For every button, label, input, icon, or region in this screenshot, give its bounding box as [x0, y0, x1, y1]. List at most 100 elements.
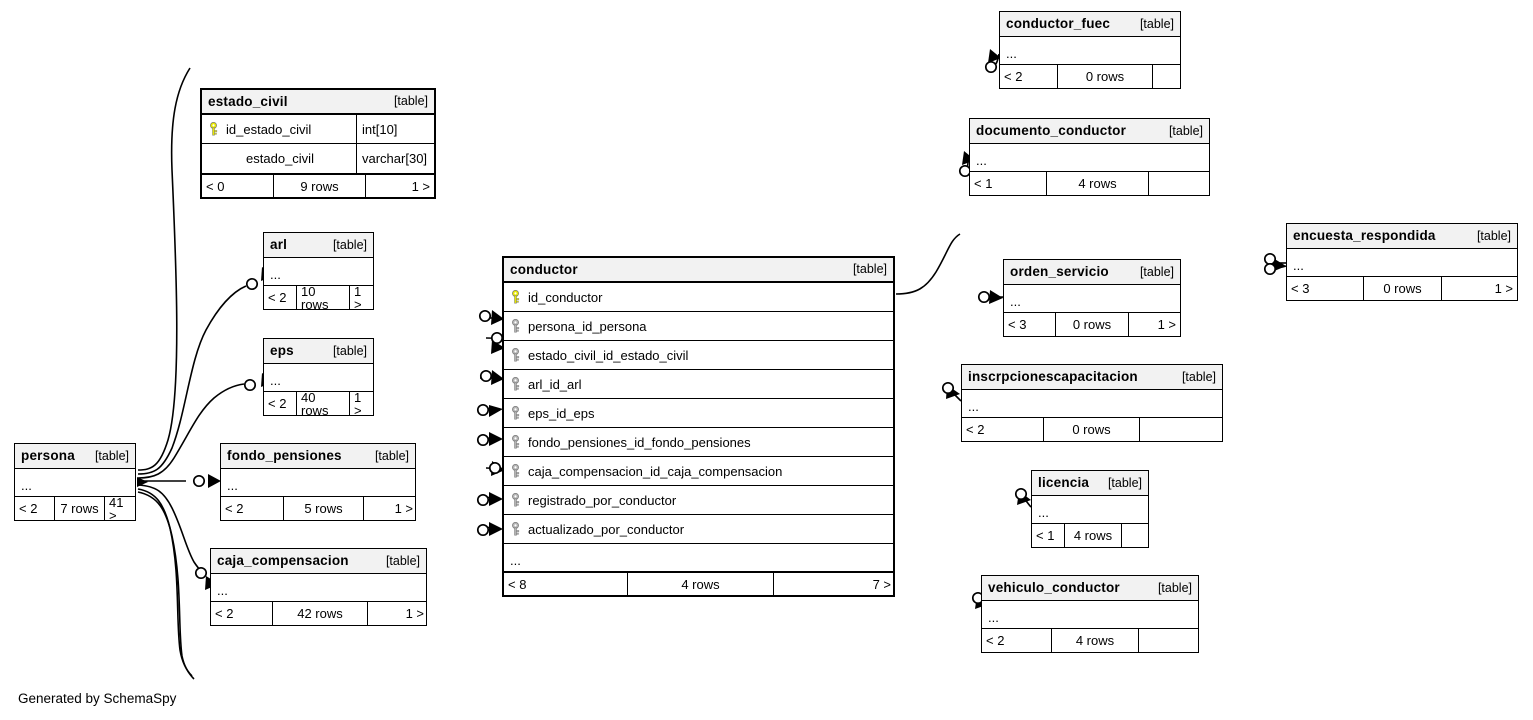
column-name: registrado_por_conductor [528, 492, 677, 508]
foreign-key-icon [510, 435, 521, 449]
table-columns: ... [970, 144, 1209, 171]
table-header-caja_compensacion: caja_compensacion[table] [211, 549, 426, 574]
table-footer-row-count: 4 rows [1052, 629, 1139, 652]
column-name: eps_id_eps [528, 405, 595, 421]
table-footer-row-count: 10 rows [297, 286, 350, 309]
table-kind-label: [table] [332, 237, 367, 252]
table-title: orden_servicio [1010, 264, 1109, 280]
foreign-key-icon [510, 406, 521, 420]
edge-persona-estado-civil [137, 67, 191, 471]
table-footer-parents-count: < 1 [970, 172, 1047, 195]
table-column-row: caja_compensacion_id_caja_compensacion [504, 457, 893, 486]
table-row-ellipsis: ... [982, 601, 1198, 628]
column-name: ... [510, 553, 521, 568]
table-footer-parents-count: < 2 [1000, 65, 1058, 88]
table-kind-label: [table] [1107, 475, 1142, 490]
table-footer-parents-count: < 2 [982, 629, 1052, 652]
table-column-row: estado_civil_id_estado_civil [504, 341, 893, 370]
table-row-ellipsis: ... [970, 144, 1209, 171]
edge-stub-licencia [1021, 495, 1032, 508]
foreign-key-icon [510, 464, 521, 478]
endpoint-arl [479, 369, 493, 383]
table-column-row: fondo_pensiones_id_fondo_pensiones [504, 428, 893, 457]
table-footer-parents-count: < 3 [1287, 277, 1364, 300]
table-footer-parents-count: < 3 [1004, 313, 1056, 336]
table-footer-children-count [1139, 629, 1198, 652]
table-footer-children-count: 1 > [405, 606, 424, 621]
table-kind-label: [table] [1168, 123, 1203, 138]
table-columns: ... [1287, 249, 1517, 276]
endpoint-encuesta-2 [1263, 262, 1277, 276]
table-columns: ... [1000, 37, 1180, 64]
column-name: estado_civil [246, 151, 314, 166]
table-title: encuesta_respondida [1293, 228, 1436, 244]
table-columns: ... [15, 469, 135, 496]
table-kind-label: [table] [385, 553, 420, 568]
column-name: ... [217, 583, 228, 598]
arrowhead-licencia [1017, 491, 1031, 505]
column-name: ... [1006, 46, 1017, 61]
foreign-key-icon [510, 522, 521, 536]
foreign-key-icon [510, 319, 521, 333]
table-row-ellipsis: ... [211, 574, 426, 601]
column-name: ... [21, 478, 32, 493]
table-header-orden_servicio: orden_servicio[table] [1004, 260, 1180, 285]
table-kind-label: [table] [332, 343, 367, 358]
column-name: arl_id_arl [528, 376, 582, 392]
primary-key-icon [208, 122, 219, 136]
table-footer-parents-count: < 2 [221, 497, 284, 520]
endpoint-estado-civil [490, 331, 504, 345]
table-columns: ... [962, 390, 1222, 417]
column-name: ... [988, 610, 999, 625]
column-name: fondo_pensiones_id_fondo_pensiones [528, 434, 751, 450]
column-name: persona_id_persona [528, 318, 647, 334]
foreign-key-icon [510, 377, 521, 391]
edge-conductor-right-fan [895, 233, 961, 295]
table-title: estado_civil [208, 93, 288, 109]
table-footer-children-count: 1 > [1157, 317, 1176, 332]
table-header-persona: persona[table] [15, 444, 135, 469]
table-title: arl [270, 237, 288, 253]
column-name: ... [1010, 294, 1021, 309]
table-header-conductor: conductor[table] [504, 258, 893, 283]
table-columns: ... [264, 258, 373, 285]
edge-stub-actualizado [479, 526, 501, 530]
edge-stub-fondo [479, 437, 501, 440]
table-title: licencia [1038, 475, 1090, 491]
edge-stub-caja [485, 467, 501, 471]
table-kind-label: [table] [1476, 228, 1511, 243]
table-row-ellipsis: ... [264, 258, 373, 285]
endpoint-inscrpciones [941, 381, 955, 395]
table-title: documento_conductor [976, 123, 1127, 139]
table-footer-parents-count: < 1 [1032, 524, 1065, 547]
arrowhead-inscrpciones [946, 385, 960, 399]
table-row-ellipsis: ... [221, 469, 415, 496]
table-footer-parents-count: < 8 [504, 573, 628, 595]
column-name: ... [1038, 505, 1049, 520]
table-footer-row-count: 0 rows [1044, 418, 1140, 441]
edge-stub-registrado [479, 496, 501, 500]
endpoint-eps-tbl [243, 378, 257, 392]
arrowhead-registrado [489, 492, 503, 506]
